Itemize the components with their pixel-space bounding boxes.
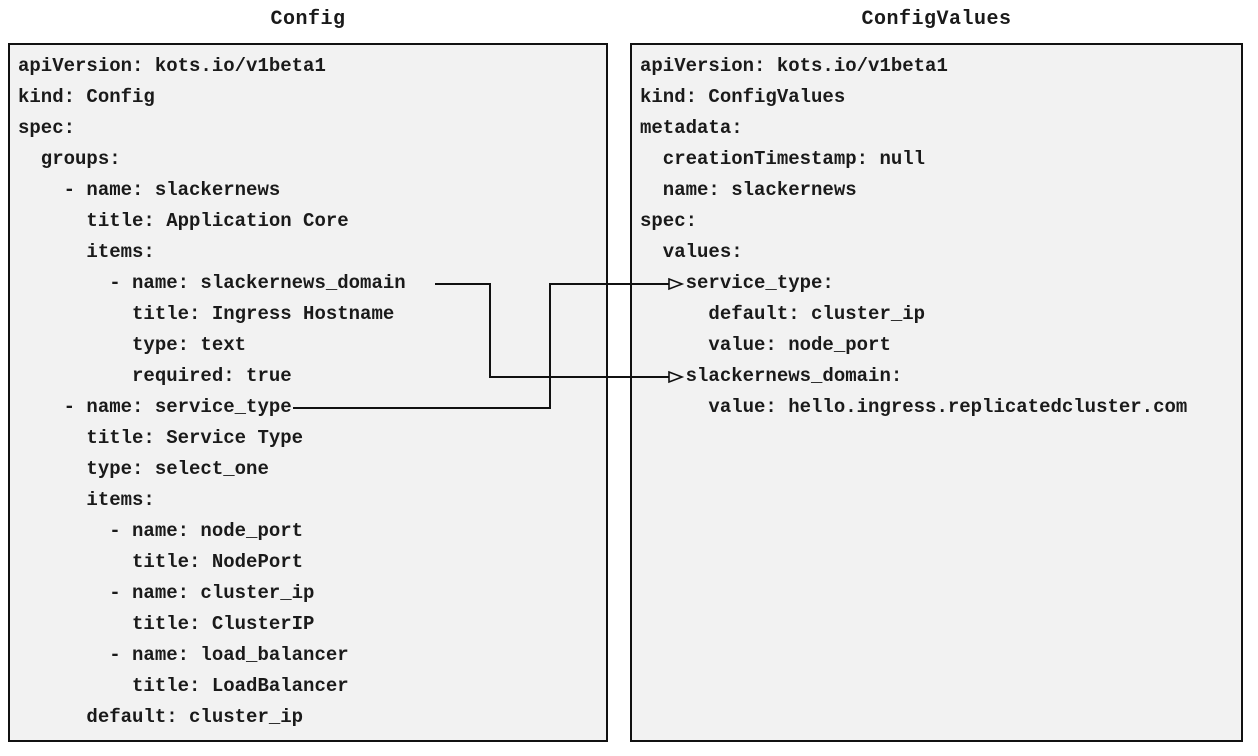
configvalues-yaml-code: apiVersion: kots.io/v1beta1 kind: Config…: [640, 55, 1188, 418]
config-yaml-panel: apiVersion: kots.io/v1beta1 kind: Config…: [8, 43, 608, 742]
configvalues-yaml-panel: apiVersion: kots.io/v1beta1 kind: Config…: [630, 43, 1243, 742]
config-yaml-code: apiVersion: kots.io/v1beta1 kind: Config…: [18, 55, 406, 728]
configvalues-panel-title: ConfigValues: [861, 8, 1012, 31]
config-panel-title: Config: [270, 8, 346, 31]
